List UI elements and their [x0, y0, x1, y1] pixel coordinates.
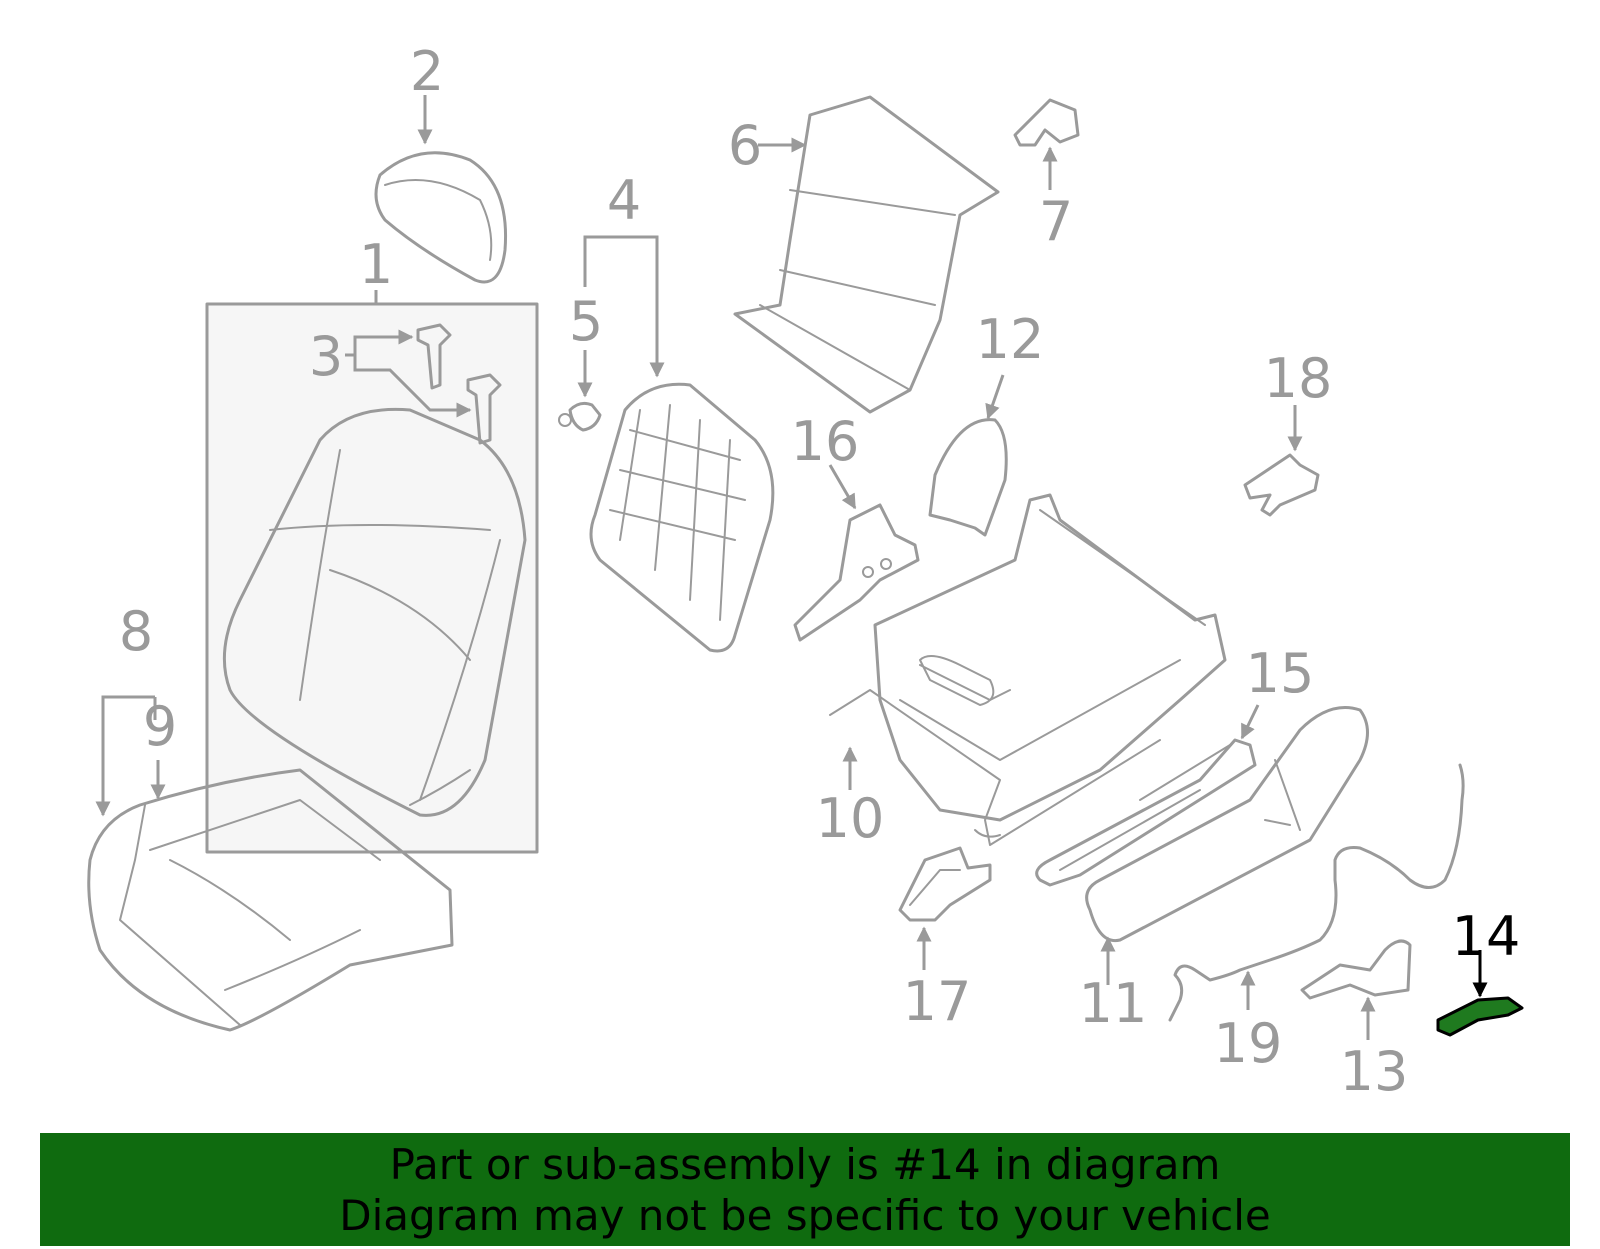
part-15-rail-cover — [1035, 738, 1257, 887]
part-3-headrest-guides — [416, 323, 502, 445]
part-19-cable — [1168, 763, 1465, 1022]
part-10-seat-frame — [829, 493, 1227, 846]
part-16-bracket — [793, 503, 920, 642]
callout-10: 10 — [816, 787, 885, 850]
callout-16: 16 — [791, 410, 860, 473]
callout-5: 5 — [569, 290, 603, 353]
part-6-back-board — [733, 95, 1000, 414]
leader-8 — [95, 695, 136, 817]
part-12-cover — [928, 418, 1008, 537]
callout-19: 19 — [1214, 1012, 1283, 1075]
callout-3: 3 — [309, 325, 343, 388]
callout-12: 12 — [976, 308, 1045, 371]
callout-6: 6 — [728, 114, 762, 177]
part-1-seatback-assembly — [205, 302, 539, 854]
callout-15: 15 — [1246, 642, 1315, 705]
leader-12 — [985, 374, 1005, 420]
part-18-bracket — [1243, 453, 1320, 517]
part-11-side-shield — [1085, 706, 1369, 943]
part-17-cover — [898, 846, 992, 922]
part-14-highlighted — [1436, 996, 1524, 1037]
part-5-clip — [558, 401, 602, 432]
callout-1: 1 — [359, 233, 393, 296]
part-2-headrest — [374, 151, 508, 284]
banner-line-2: Diagram may not be specific to your vehi… — [339, 1191, 1271, 1240]
callout-14: 14 — [1452, 905, 1521, 968]
part-4-seatback-frame — [589, 382, 775, 653]
leader-3a — [345, 329, 414, 357]
callout-9: 9 — [143, 695, 177, 758]
banner-line-1: Part or sub-assembly is #14 in diagram — [389, 1140, 1221, 1189]
leader-15 — [1240, 704, 1260, 740]
info-banner: Part or sub-assembly is #14 in diagram D… — [40, 1133, 1570, 1246]
callout-2: 2 — [410, 40, 444, 103]
part-13-bracket — [1300, 939, 1412, 1000]
leader-3b — [353, 355, 472, 418]
leader-4 — [583, 235, 665, 378]
callout-8: 8 — [119, 600, 153, 663]
callout-18: 18 — [1264, 347, 1333, 410]
callout-11: 11 — [1079, 972, 1148, 1035]
part-7-bracket — [1013, 98, 1080, 147]
callout-17: 17 — [903, 970, 972, 1033]
callout-4: 4 — [607, 169, 641, 232]
part-8-9-seat-cushion — [87, 768, 454, 1032]
callout-13: 13 — [1340, 1040, 1409, 1103]
callout-7: 7 — [1039, 190, 1073, 253]
leader-16 — [828, 464, 857, 510]
